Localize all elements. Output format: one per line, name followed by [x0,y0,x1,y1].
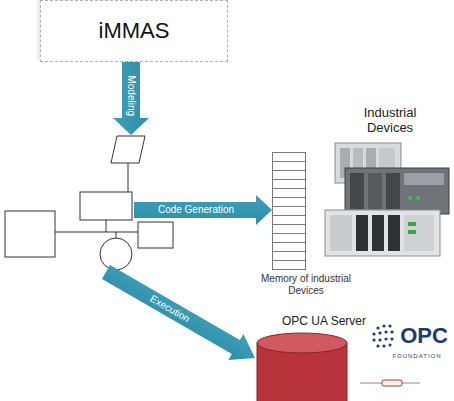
logo-subtext: FOUNDATION [392,353,441,360]
logo-text: OPC [400,323,448,348]
opc-logo-globe [372,324,393,347]
node-text: OPC UA Server [282,314,366,328]
execution-arrow [99,259,263,371]
server-cylinder: OPC UA Server [250,312,382,401]
system-box: iMMAS [40,0,228,62]
node-text: iMMAS [99,18,170,44]
memory-cells [272,152,306,271]
code-generation-arrow [134,195,272,225]
memory-stack: Memory of industrial Devices [250,150,362,302]
pen-icon [360,380,420,386]
industrial-devices-picture [325,143,449,256]
picture-title: Industrial Devices [350,106,430,136]
cylinder-shape [255,331,349,401]
arrow-label: Modeling [125,76,137,117]
arrow-label: Code Generation [158,204,234,216]
modeling-arrow [113,62,149,135]
node-text: Memory of industrial Devices [250,273,362,297]
